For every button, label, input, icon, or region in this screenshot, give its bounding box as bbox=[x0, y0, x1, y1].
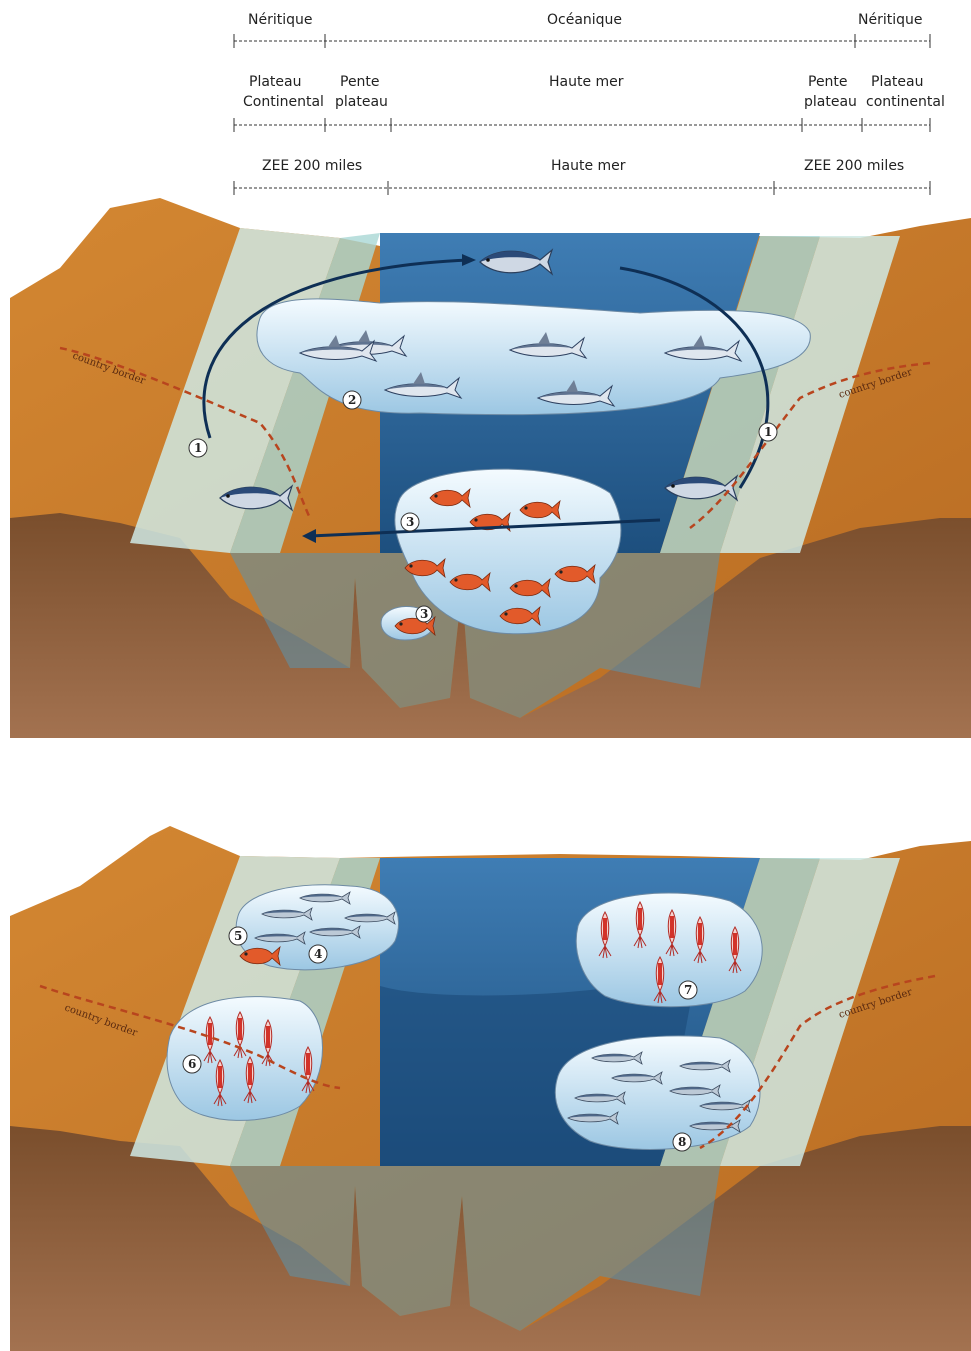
marker-7: 7 bbox=[679, 981, 697, 999]
neritic-right-label: Néritique bbox=[858, 10, 922, 30]
bottom-ocean-diagram: country border country border 5 4 6 7 8 bbox=[0, 826, 971, 1351]
svg-text:8: 8 bbox=[678, 1135, 686, 1149]
svg-text:5: 5 bbox=[234, 929, 242, 943]
plateau-slope-left-label: plateau bbox=[335, 92, 388, 112]
oceanic-label: Océanique bbox=[547, 10, 622, 30]
svg-text:3: 3 bbox=[406, 515, 414, 529]
haute-mer-row2-label: Haute mer bbox=[549, 72, 624, 92]
svg-text:3: 3 bbox=[420, 607, 428, 621]
marker-1-right: 1 bbox=[759, 423, 777, 441]
zone-divider-row3 bbox=[0, 178, 971, 198]
svg-text:1: 1 bbox=[194, 441, 202, 455]
svg-text:4: 4 bbox=[314, 947, 322, 961]
neritic-left-label: Néritique bbox=[248, 10, 312, 30]
marker-2: 2 bbox=[343, 391, 361, 409]
marker-5: 5 bbox=[229, 927, 247, 945]
marker-3-seamount: 3 bbox=[416, 606, 432, 622]
marker-6: 6 bbox=[183, 1055, 201, 1073]
pente-left-label: Pente bbox=[340, 72, 380, 92]
zone-divider-row1 bbox=[0, 30, 971, 50]
continental-right-label: continental bbox=[866, 92, 945, 112]
top-ocean-diagram: country border country border 1 2 3 3 1 bbox=[0, 198, 971, 738]
marker-8: 8 bbox=[673, 1133, 691, 1151]
svg-text:2: 2 bbox=[348, 393, 356, 407]
continental-left-label: Continental bbox=[243, 92, 324, 112]
marker-3: 3 bbox=[401, 513, 419, 531]
svg-text:6: 6 bbox=[188, 1057, 196, 1071]
zee-right-label: ZEE 200 miles bbox=[804, 156, 904, 176]
svg-text:7: 7 bbox=[684, 983, 692, 997]
marker-1-left: 1 bbox=[189, 439, 207, 457]
zone-divider-row2 bbox=[0, 115, 971, 135]
marker-4: 4 bbox=[309, 945, 327, 963]
svg-text:1: 1 bbox=[764, 425, 772, 439]
plateau-left-label: Plateau bbox=[249, 72, 301, 92]
zee-left-label: ZEE 200 miles bbox=[262, 156, 362, 176]
pente-right-label: Pente bbox=[808, 72, 848, 92]
haute-mer-row3-label: Haute mer bbox=[551, 156, 626, 176]
mackerel-habitat-bubble bbox=[555, 1036, 760, 1150]
plateau-slope-right-label: plateau bbox=[804, 92, 857, 112]
plateau-right-label: Plateau bbox=[871, 72, 923, 92]
